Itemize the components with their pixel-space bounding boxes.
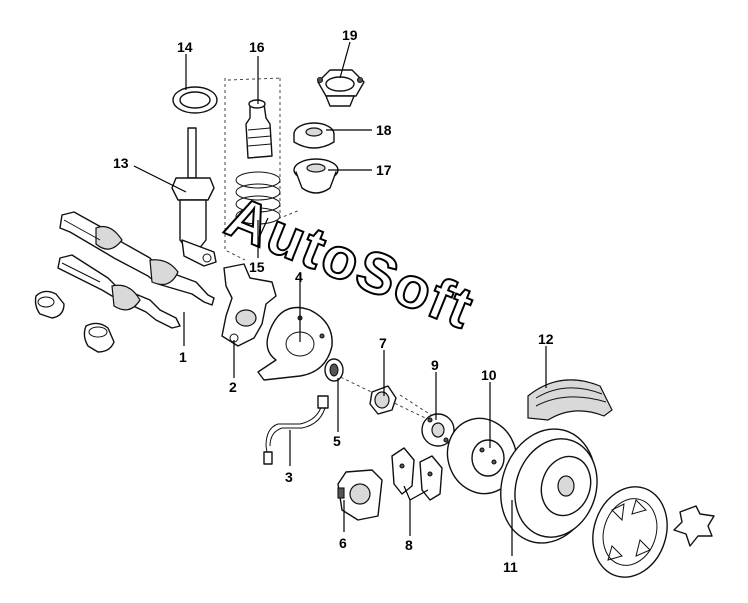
callout-14: 14 — [177, 39, 193, 55]
part-17-upper-spring-seat[interactable] — [293, 158, 339, 194]
callout-16: 16 — [249, 39, 265, 55]
cv-boot-small — [34, 290, 115, 353]
callout-3: 3 — [285, 469, 293, 485]
part-18-support-bearing[interactable] — [293, 122, 335, 149]
part-5-wheel-bearing[interactable] — [324, 358, 344, 382]
callout-2: 2 — [229, 379, 237, 395]
part-12-wheel-arch-liner[interactable] — [527, 379, 613, 421]
callout-leaders — [133, 41, 547, 556]
part-11-wheel-rim[interactable] — [486, 417, 609, 556]
part-19-strut-top-mount[interactable] — [316, 69, 365, 107]
part-13-shock-absorber-strut[interactable] — [171, 127, 217, 267]
callout-17: 17 — [376, 162, 392, 178]
part-1-drive-shaft[interactable] — [57, 211, 215, 329]
callout-13: 13 — [113, 155, 129, 171]
callout-numbers: 1 2 3 4 5 6 7 8 9 10 11 12 13 14 15 16 1… — [113, 27, 554, 575]
callout-12: 12 — [538, 331, 554, 347]
callout-4: 4 — [295, 269, 303, 285]
callout-11: 11 — [503, 559, 518, 575]
callout-1: 1 — [179, 349, 187, 365]
part-14-spring-seat-ring[interactable] — [172, 86, 218, 114]
callout-8: 8 — [405, 537, 413, 553]
callout-10: 10 — [481, 367, 497, 383]
callout-19: 19 — [342, 27, 358, 43]
part-9-wheel-hub[interactable] — [421, 413, 455, 447]
callout-9: 9 — [431, 357, 439, 373]
part-7-spacer-sleeve[interactable] — [369, 385, 397, 415]
part-10-brake-disc[interactable] — [437, 409, 527, 504]
part-2-steering-knuckle[interactable] — [221, 263, 277, 347]
part-8-brake-pads[interactable] — [391, 447, 443, 501]
part-6-brake-caliper[interactable] — [337, 469, 383, 521]
wheel-hub-cap — [592, 486, 668, 578]
center-cap — [673, 505, 715, 547]
part-16-protective-boot[interactable] — [245, 99, 273, 159]
part-4-brake-disc-shield[interactable] — [257, 306, 333, 381]
callout-6: 6 — [339, 535, 347, 551]
callout-18: 18 — [376, 122, 392, 138]
callout-7: 7 — [379, 335, 387, 351]
part-3-brake-hose[interactable] — [263, 395, 329, 465]
callout-5: 5 — [333, 433, 341, 449]
callout-15: 15 — [249, 259, 265, 275]
